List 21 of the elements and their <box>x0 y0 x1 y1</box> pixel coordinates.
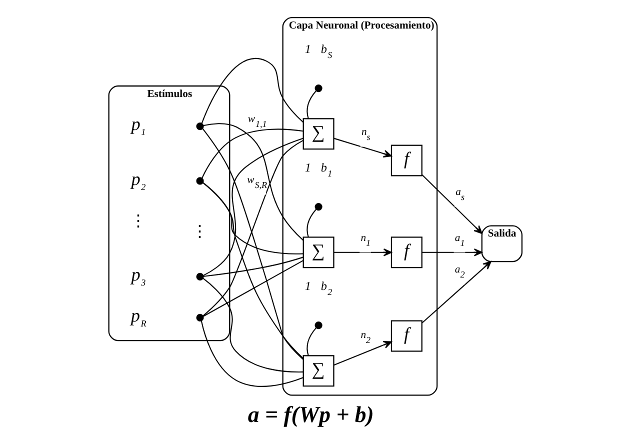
edge-label: a$_{1}$ <box>454 232 464 248</box>
edge-label: a$_{s}$ <box>455 187 464 202</box>
label: ⋮ <box>191 222 208 241</box>
edge-label: a$_{2}$ <box>454 264 464 280</box>
label: ⋮ <box>130 211 147 230</box>
node-label: 1 <box>304 160 310 175</box>
node-label: 1 <box>304 279 310 294</box>
node-label: b$_{2}$ <box>320 279 332 298</box>
edge-label: w$_{1,1}$ <box>247 114 266 130</box>
node-label: p$_{2}$ <box>130 168 146 192</box>
node-label: p$_{R}$ <box>130 306 146 329</box>
node-label: b$_{S}$ <box>320 42 332 60</box>
edge-label: n$_{2}$ <box>360 330 370 346</box>
edge-label: n$_{s}$ <box>360 127 370 142</box>
node-label: 1 <box>304 42 310 56</box>
node-label: p$_{1}$ <box>130 114 146 138</box>
edge-label: n$_{1}$ <box>360 232 370 248</box>
caption: a = f(Wp + b) <box>247 402 374 427</box>
edge-label: w$_{S,R}$ <box>246 175 267 190</box>
node-label: p$_{3}$ <box>130 264 146 288</box>
node-label: b$_{1}$ <box>320 160 332 179</box>
